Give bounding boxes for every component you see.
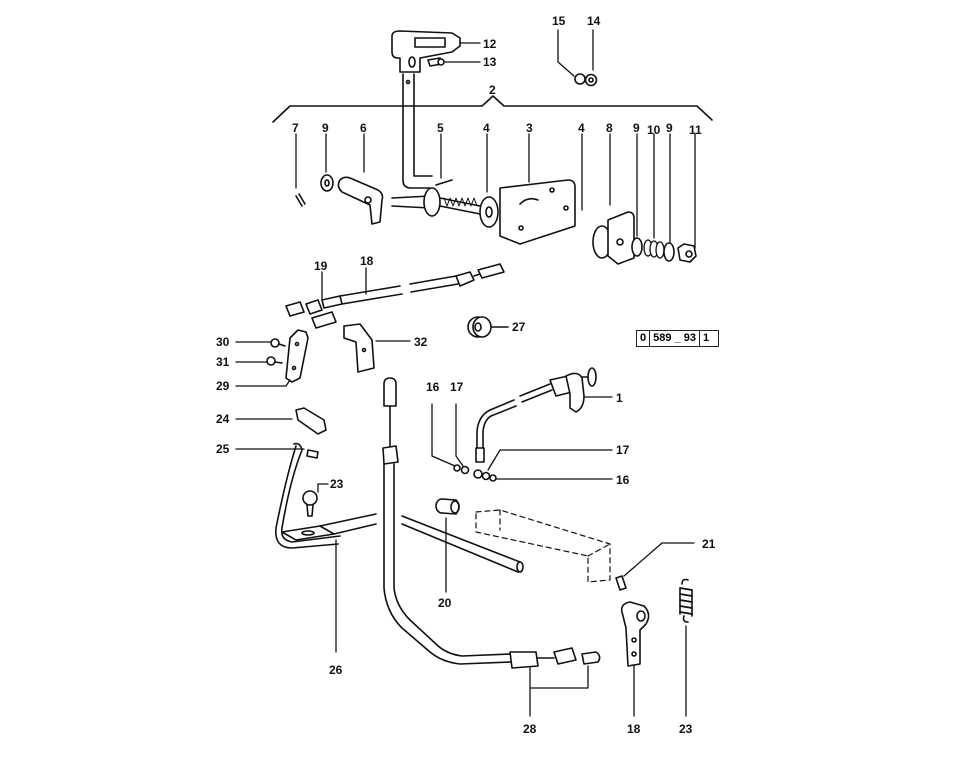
- callout-33: 32: [414, 335, 428, 349]
- part-23-spring: [679, 578, 693, 717]
- part-12-block: [391, 30, 461, 73]
- part-28-grommet: [467, 316, 509, 338]
- ref-code-number: 589 _ 93: [650, 331, 700, 346]
- callout-32: 31: [216, 355, 230, 369]
- callout-4b: 4: [578, 121, 585, 135]
- part-25-clip: [295, 407, 327, 435]
- part-20-ends: [285, 295, 343, 329]
- part-18-lever: [620, 601, 650, 717]
- callout-9b: 9: [633, 121, 640, 135]
- part-10-spring: [643, 239, 665, 259]
- part-21-bushing: [435, 498, 460, 593]
- leader-lines-30-33: [235, 340, 411, 387]
- callout-19: 18: [360, 254, 374, 268]
- part-30-plate: [285, 329, 309, 383]
- reference-code-box: 0 589 _ 93 1: [636, 330, 719, 347]
- callout-21: 20: [438, 596, 452, 610]
- part-3-plate: [499, 179, 576, 245]
- callout-17: 17: [450, 380, 464, 394]
- leader-lines-1-16-17: [431, 396, 613, 480]
- part-32-screw: [266, 356, 283, 366]
- callout-23: 23: [679, 722, 693, 736]
- part-26-pin: [306, 449, 319, 459]
- part-19-cable: [339, 263, 505, 305]
- callout-7: 7: [292, 121, 299, 135]
- part-5-shaft: [391, 179, 481, 217]
- callout-29: 28: [523, 722, 537, 736]
- part-7-pin: [295, 193, 306, 207]
- ref-code-prefix: 0: [637, 331, 651, 346]
- callout-3: 3: [526, 121, 533, 135]
- part-33-bracket: [343, 323, 375, 373]
- part-11-nut: [677, 243, 697, 263]
- callout-12: 12: [483, 37, 497, 51]
- callout-18: 18: [627, 722, 641, 736]
- part-29-cable: [382, 377, 601, 717]
- part-24-knob: [302, 483, 329, 517]
- phantom-bracket: [475, 509, 611, 583]
- leader-lines-top: [295, 29, 696, 249]
- callout-2: 2: [489, 83, 496, 97]
- part-8-plate: [607, 211, 635, 265]
- part-15-14-nut: [574, 73, 598, 87]
- callout-4: 4: [483, 121, 490, 135]
- callout-27: 26: [329, 663, 343, 677]
- callout-16: 16: [426, 380, 440, 394]
- part-22-pin: [615, 542, 695, 591]
- callout-5: 5: [437, 121, 444, 135]
- part-31-screw: [270, 338, 286, 348]
- parts-16-17-washers: [453, 464, 497, 482]
- callout-24: 23: [330, 477, 344, 491]
- callout-8: 8: [606, 121, 613, 135]
- callout-17b: 17: [616, 443, 630, 457]
- part-27-pedal-rod: [275, 442, 524, 653]
- ref-code-suffix: 1: [702, 332, 710, 344]
- part-6-lever: [337, 176, 384, 225]
- lever-rod: [402, 73, 433, 189]
- callout-16b: 16: [616, 473, 630, 487]
- group-bracket: [272, 95, 713, 123]
- callout-31: 30: [216, 335, 230, 349]
- callout-28: 27: [512, 320, 526, 334]
- callout-30: 29: [216, 379, 230, 393]
- callout-25: 24: [216, 412, 230, 426]
- callout-20: 19: [314, 259, 328, 273]
- callout-15: 15: [552, 14, 566, 28]
- callout-10: 10: [647, 123, 661, 137]
- callout-6: 6: [360, 121, 367, 135]
- part-4-washer: [479, 196, 499, 228]
- callout-13: 13: [483, 55, 497, 69]
- part-9-spacer-2: [663, 242, 675, 262]
- callout-1: 1: [616, 391, 623, 405]
- callout-26: 25: [216, 442, 230, 456]
- part-1-choke: [473, 367, 597, 479]
- callout-9c: 9: [666, 121, 673, 135]
- callout-14: 14: [587, 14, 601, 28]
- callout-22: 21: [702, 537, 716, 551]
- part-9-washer: [320, 174, 334, 192]
- callout-11: 11: [689, 123, 702, 137]
- part-13-screw: [427, 57, 445, 67]
- part-9-spacer: [631, 237, 643, 257]
- callout-9: 9: [322, 121, 329, 135]
